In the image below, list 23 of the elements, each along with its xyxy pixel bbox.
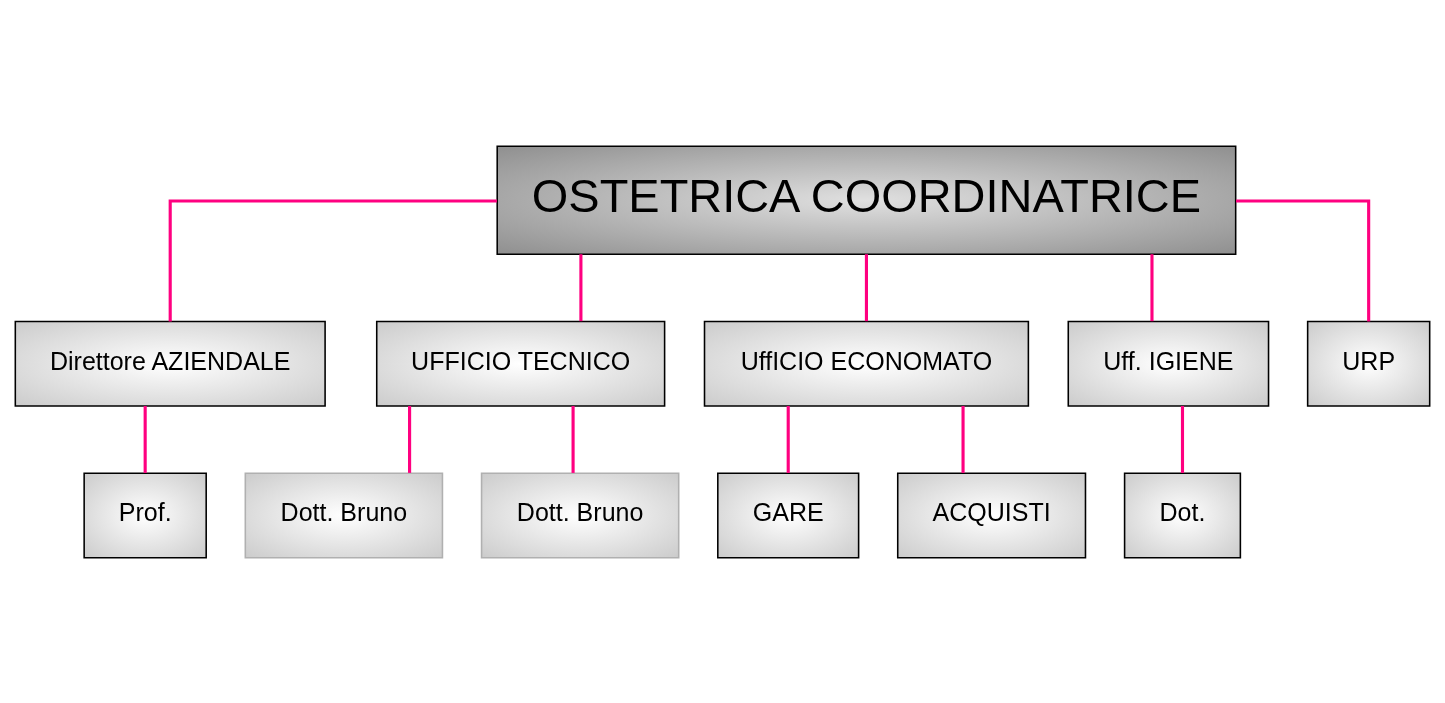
connector: [786, 405, 790, 473]
connector: [168, 198, 497, 321]
connector: [571, 405, 575, 473]
node-box: Dott. Bruno: [244, 471, 444, 558]
node-box: UffICIO ECONOMATO: [703, 320, 1030, 407]
node-box: ACQUISTI: [896, 471, 1087, 558]
node-box: Direttore AZIENDALE: [14, 320, 326, 407]
node-box: Dott. Bruno: [480, 471, 680, 558]
connector: [1180, 405, 1185, 473]
connector: [864, 253, 868, 321]
node-box: Dot.: [1123, 471, 1242, 558]
node-box: OSTETRICA COORDINATRICE: [496, 145, 1237, 255]
node-box: Prof.: [83, 471, 207, 558]
connector: [1236, 198, 1371, 321]
connector: [961, 405, 965, 473]
node-box: UFFICIO TECNICO: [375, 320, 666, 407]
connector: [579, 253, 583, 321]
node-box: GARE: [717, 471, 860, 558]
connector: [408, 405, 412, 473]
node-box: Uff. IGIENE: [1067, 320, 1270, 407]
connector: [1150, 253, 1154, 321]
connector: [143, 405, 147, 473]
node-box: URP: [1306, 320, 1431, 407]
